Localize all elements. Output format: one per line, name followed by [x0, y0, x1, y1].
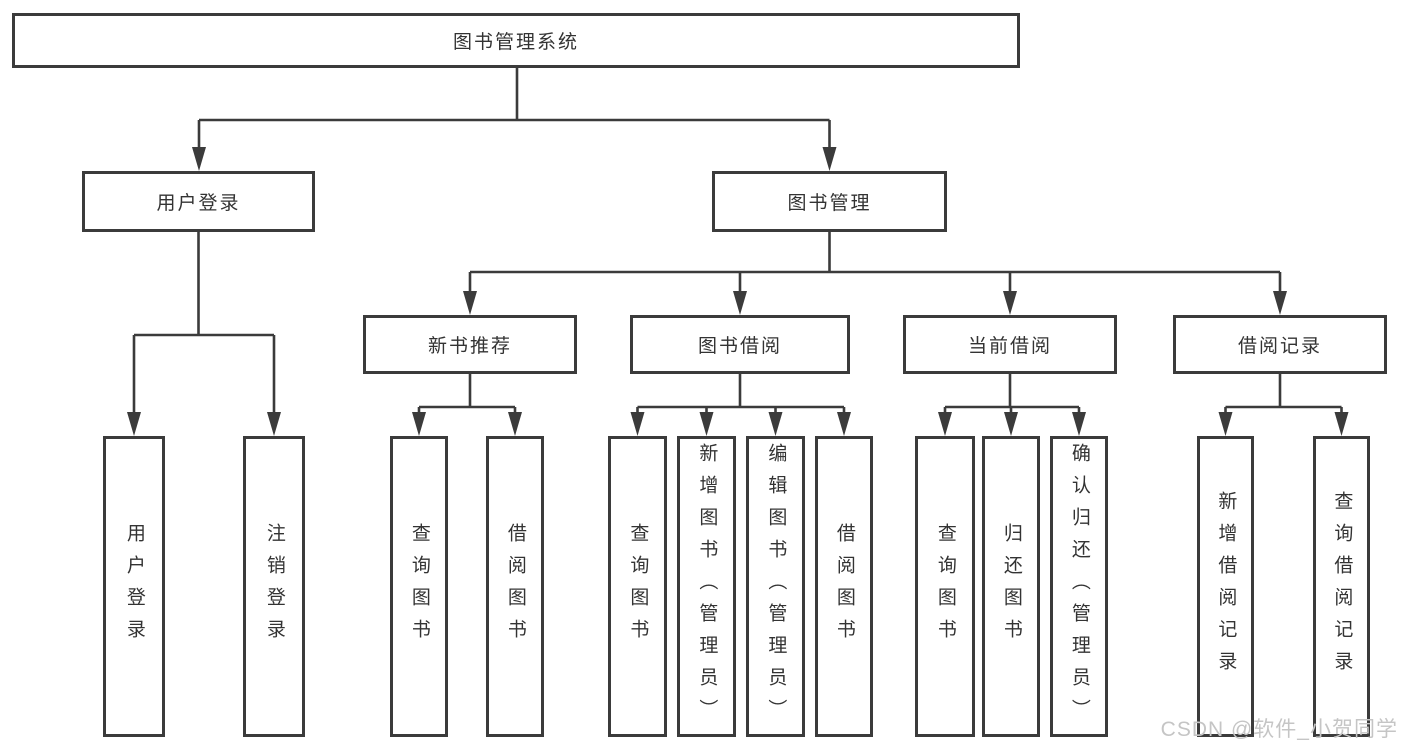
leaf-borrow-books-borrowing: 借阅图书 [815, 436, 873, 737]
node-label: 当前借阅 [967, 336, 1052, 357]
leaf-confirm-return-admin: 确认归还（管理员） [1050, 436, 1108, 737]
leaf-query-borrow-record: 查询借阅记录 [1313, 436, 1370, 737]
leaf-label: 注销登录 [263, 522, 285, 651]
leaf-user-login: 用户登录 [103, 436, 165, 737]
node-label: 图书管理 [787, 193, 872, 214]
leaf-label: 借阅图书 [504, 522, 526, 651]
node-book-borrowing: 图书借阅 [630, 315, 850, 374]
leaf-label: 查询图书 [627, 522, 649, 651]
leaf-label: 编辑图书（管理员） [765, 442, 787, 731]
leaf-return-books: 归还图书 [982, 436, 1040, 737]
leaf-add-borrow-record: 新增借阅记录 [1197, 436, 1254, 737]
leaf-label: 新增借阅记录 [1215, 490, 1237, 683]
node-current-borrowing: 当前借阅 [903, 315, 1117, 374]
node-user-login: 用户登录 [82, 171, 315, 232]
leaf-logout: 注销登录 [243, 436, 305, 737]
leaf-label: 新增图书（管理员） [696, 442, 718, 731]
node-label: 用户登录 [156, 193, 241, 214]
node-label: 借阅记录 [1237, 336, 1322, 357]
leaf-label: 查询图书 [408, 522, 430, 651]
watermark: CSDN @软件_小贺同学 [1160, 718, 1398, 741]
node-library-management-system: 图书管理系统 [12, 13, 1020, 68]
node-label: 图书借阅 [697, 336, 782, 357]
leaf-query-books-borrowing: 查询图书 [608, 436, 667, 737]
node-borrowing-records: 借阅记录 [1173, 315, 1387, 374]
node-new-book-recommendation: 新书推荐 [363, 315, 577, 374]
node-book-management: 图书管理 [712, 171, 947, 232]
leaf-label: 用户登录 [123, 522, 145, 651]
leaf-label: 借阅图书 [833, 522, 855, 651]
arrowheads [127, 147, 1349, 436]
leaf-query-books-recommend: 查询图书 [390, 436, 448, 737]
leaf-label: 确认归还（管理员） [1068, 442, 1090, 731]
leaf-label: 查询借阅记录 [1331, 490, 1353, 683]
leaf-query-books-current: 查询图书 [915, 436, 975, 737]
leaf-add-books-admin: 新增图书（管理员） [677, 436, 736, 737]
leaf-label: 归还图书 [1000, 522, 1022, 651]
node-label: 新书推荐 [427, 336, 512, 357]
leaf-borrow-books-recommend: 借阅图书 [486, 436, 544, 737]
node-label: 图书管理系统 [452, 32, 579, 53]
leaf-edit-books-admin: 编辑图书（管理员） [746, 436, 805, 737]
leaf-label: 查询图书 [934, 522, 956, 651]
